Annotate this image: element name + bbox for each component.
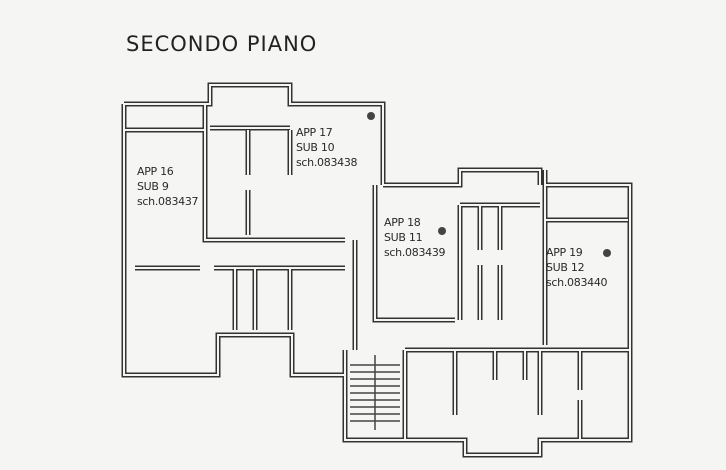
plan-title: SECONDO PIANO (126, 32, 318, 56)
wall (232, 268, 293, 330)
unit-label-app19: APP 19 SUB 12 sch.083440 (546, 245, 608, 290)
wall-inner (124, 104, 206, 131)
wall-inner (234, 268, 291, 330)
wall-inner (383, 169, 546, 186)
unit-sub: SUB 9 (137, 180, 169, 193)
wall-inner (204, 130, 345, 241)
unit-app: APP 17 (296, 126, 333, 139)
wall-inner (123, 104, 346, 376)
unit-app: APP 18 (384, 216, 421, 229)
unit-sch: sch.083437 (137, 195, 199, 208)
wall-inner (459, 205, 501, 320)
unit-sch: sch.083438 (296, 156, 358, 169)
wall (383, 167, 548, 188)
unit-app: APP 19 (546, 246, 583, 259)
unit-sch: sch.083439 (384, 246, 446, 259)
unit-sch: sch.083440 (546, 276, 608, 289)
wall-inner (124, 84, 384, 185)
marker-dot (367, 112, 375, 120)
marker-dot (438, 227, 446, 235)
unit-label-app17: APP 17 SUB 10 sch.083438 (296, 125, 358, 170)
wall-inner (374, 185, 455, 321)
wall (452, 350, 543, 415)
unit-sub: SUB 11 (384, 231, 423, 244)
unit-label-app18: APP 18 SUB 11 sch.083439 (384, 215, 446, 260)
wall-inner (344, 184, 631, 456)
wall (124, 104, 208, 133)
marker-dot (603, 249, 611, 257)
unit-sub: SUB 12 (546, 261, 585, 274)
unit-sub: SUB 10 (296, 141, 335, 154)
unit-label-app16: APP 16 SUB 9 sch.083437 (137, 164, 199, 209)
wall-inner (454, 350, 541, 415)
unit-app: APP 16 (137, 165, 174, 178)
